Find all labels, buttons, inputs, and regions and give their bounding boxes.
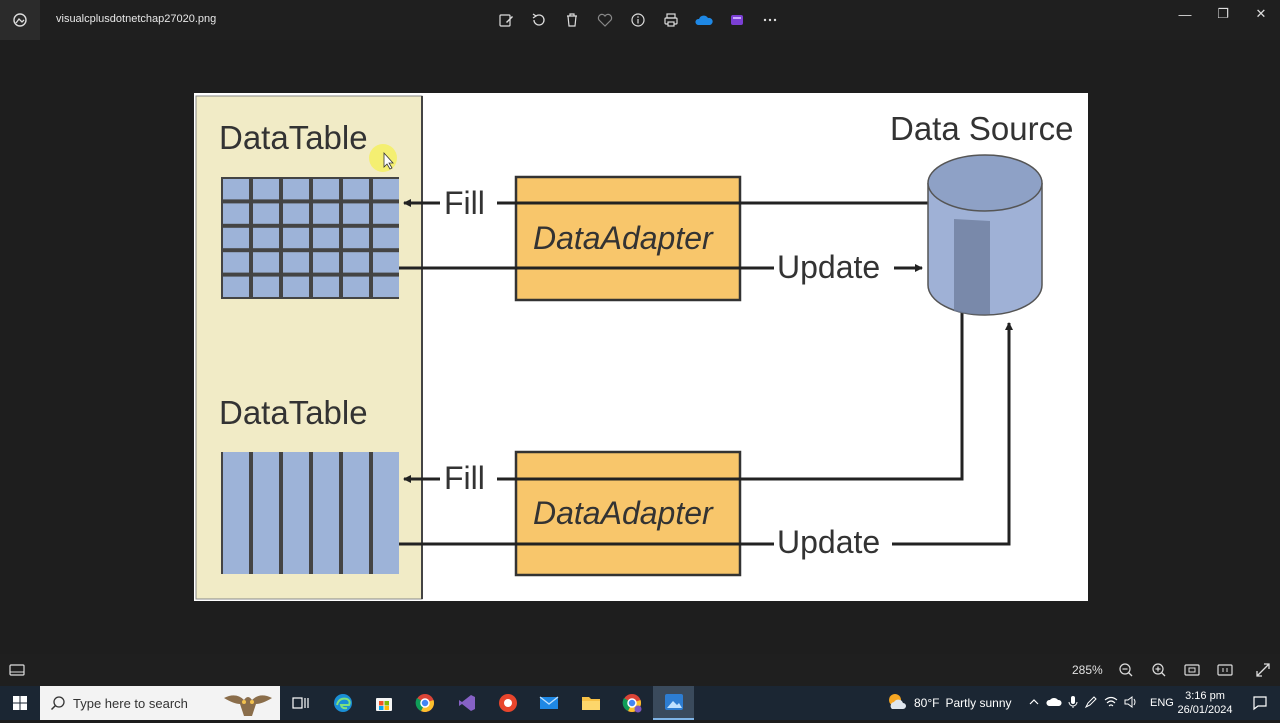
top-datatable-title: DataTable: [219, 119, 368, 156]
full-screen-icon[interactable]: [1252, 659, 1274, 681]
clock-time: 3:16 pm: [1185, 690, 1225, 702]
bottom-dataadapter-box: [514, 450, 742, 577]
mouse-cursor: [383, 151, 394, 170]
file-name: visualcplusdotnetchap27020.png: [56, 13, 217, 25]
onedrive-tray-icon[interactable]: [1046, 696, 1062, 711]
top-fill-label: Fill: [444, 185, 485, 221]
bottom-datatable-title: DataTable: [219, 394, 368, 431]
weather-temp: 80°F: [914, 696, 940, 710]
visual-studio-icon[interactable]: [446, 686, 487, 720]
microsoft-store-icon[interactable]: [363, 686, 404, 720]
zoom-in-icon[interactable]: [1148, 659, 1170, 681]
mail-icon[interactable]: [528, 686, 569, 720]
microphone-icon[interactable]: [1068, 695, 1078, 712]
onedrive-icon[interactable]: [692, 8, 716, 32]
bottom-fill-line: [497, 313, 964, 481]
image-toolbar: [494, 8, 782, 32]
bottom-fill-label: Fill: [444, 460, 485, 496]
chrome-profile-icon[interactable]: [611, 686, 652, 720]
favorite-icon[interactable]: [593, 8, 617, 32]
edge-icon[interactable]: [322, 686, 363, 720]
chevron-up-icon[interactable]: [1028, 696, 1040, 711]
more-icon[interactable]: [758, 8, 782, 32]
cursor-highlight: [369, 144, 397, 172]
top-update-label: Update: [777, 249, 880, 285]
system-tray: ENG: [1028, 686, 1174, 720]
task-view-icon[interactable]: [280, 686, 321, 720]
window-controls: — ❐ ✕: [1166, 0, 1280, 28]
minimize-button[interactable]: —: [1178, 6, 1192, 22]
actual-size-icon[interactable]: [1214, 659, 1236, 681]
title-bar: visualcplusdotnetchap27020.png: [0, 0, 1280, 40]
bottom-bar: 285%: [0, 654, 1280, 686]
wifi-icon[interactable]: [1104, 696, 1118, 711]
speaker-icon[interactable]: [1124, 695, 1138, 711]
taskbar: Type here to search 80°F Partly sunny: [0, 686, 1280, 720]
top-adapter-label: DataAdapter: [533, 220, 714, 256]
close-button[interactable]: ✕: [1255, 6, 1267, 21]
bottom-adapter-label: DataAdapter: [533, 495, 714, 531]
file-explorer-icon[interactable]: [570, 686, 611, 720]
language-indicator[interactable]: ENG: [1150, 697, 1174, 709]
dataadapter-diagram: DataTable DataTable: [195, 95, 1073, 600]
fit-to-window-icon[interactable]: [1181, 659, 1203, 681]
weather-desc: Partly sunny: [945, 696, 1012, 710]
notifications-icon[interactable]: [1240, 686, 1280, 720]
displayed-image: DataTable DataTable: [194, 93, 1088, 601]
image-viewer[interactable]: DataTable DataTable: [0, 40, 1280, 654]
delete-icon[interactable]: [560, 8, 584, 32]
rotate-icon[interactable]: [527, 8, 551, 32]
taskbar-search-box[interactable]: Type here to search: [40, 686, 280, 720]
database-cylinder: [927, 154, 1043, 316]
photos-taskbar-icon[interactable]: [653, 686, 694, 720]
top-dataadapter-box: [514, 175, 742, 302]
bottom-update-label: Update: [777, 524, 880, 560]
print-icon[interactable]: [659, 8, 683, 32]
photos-app-icon[interactable]: [0, 0, 40, 40]
data-source-label: Data Source: [890, 110, 1073, 147]
top-datatable-grid: [221, 177, 399, 299]
filmstrip-icon[interactable]: [6, 659, 28, 681]
photos-app-window: visualcplusdotnetchap27020.png: [0, 0, 1280, 686]
search-icon: [50, 695, 66, 716]
owl-search-highlight-icon: [222, 688, 274, 723]
zoom-level: 285%: [1072, 663, 1103, 677]
edit-icon[interactable]: [494, 8, 518, 32]
zoom-out-icon[interactable]: [1115, 659, 1137, 681]
clipchamp-icon[interactable]: [725, 8, 749, 32]
search-placeholder: Type here to search: [73, 695, 188, 711]
clock-date: 26/01/2024: [1177, 704, 1233, 716]
chrome-icon[interactable]: [404, 686, 445, 720]
weather-widget[interactable]: 80°F Partly sunny: [886, 686, 1012, 720]
partly-sunny-icon: [886, 692, 908, 715]
windows-start-icon[interactable]: [0, 686, 40, 720]
bottom-datatable-grid: [221, 452, 399, 574]
bottom-update-arrow: [892, 322, 1013, 546]
info-icon[interactable]: [626, 8, 650, 32]
recorder-icon[interactable]: [487, 686, 528, 720]
maximize-button[interactable]: ❐: [1217, 6, 1229, 21]
pen-tray-icon[interactable]: [1084, 695, 1098, 712]
clock[interactable]: 3:16 pm 26/01/2024: [1176, 689, 1234, 717]
